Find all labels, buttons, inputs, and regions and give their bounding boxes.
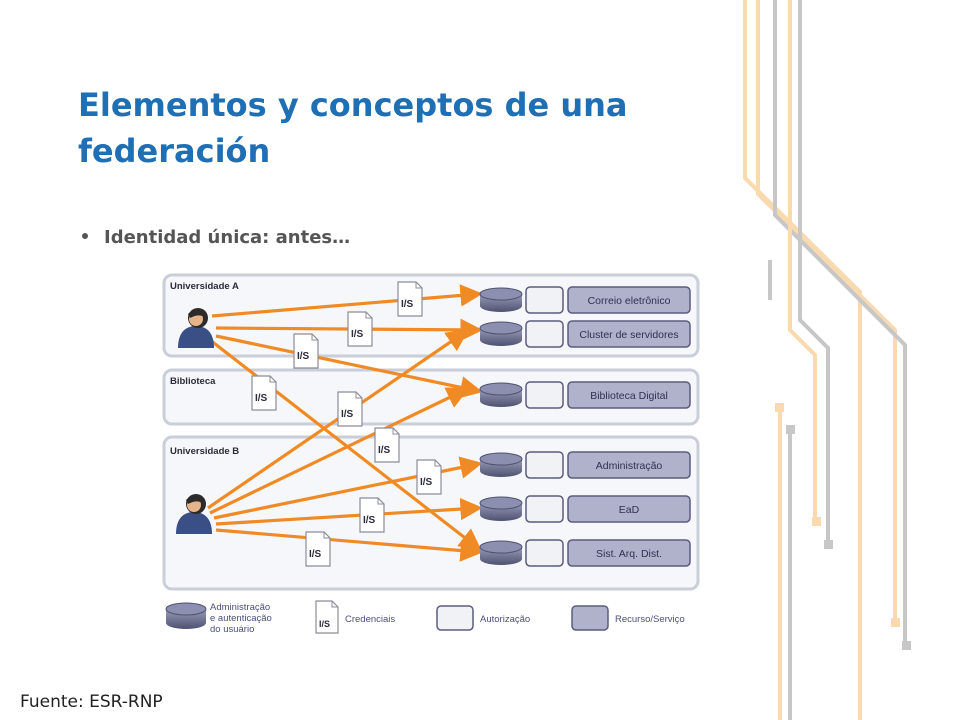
legend-admin-disk-icon	[165, 602, 207, 629]
credential-doc-icon: I/S	[374, 427, 400, 463]
source-footer: Fuente: ESR-RNP	[20, 692, 163, 712]
legend-credentials-label: Credenciais	[345, 614, 395, 625]
legend-credential-text: I/S	[319, 619, 330, 629]
group-panel-biblioteca	[162, 368, 700, 426]
service-row-biblioteca-digital: Biblioteca Digital	[479, 381, 691, 409]
credential-doc-icon: I/S	[293, 333, 319, 369]
user-icon-universidade-b	[176, 494, 212, 534]
legend-authorization-box	[436, 605, 474, 631]
resource-box	[567, 286, 691, 314]
group-label-universidade-a: Universidade A	[170, 281, 239, 292]
service-row-ead: EaD	[479, 495, 691, 523]
credential-doc-label: I/S	[341, 409, 354, 420]
arrow-b-ead	[215, 497, 483, 526]
auth-disk-icon	[479, 382, 523, 407]
credential-doc-label: I/S	[363, 515, 376, 526]
group-label-biblioteca: Biblioteca	[170, 376, 216, 387]
service-row-correio-eletronico: Correio eletrônico	[479, 286, 691, 314]
credential-doc-icon: I/S	[416, 459, 442, 495]
arrow-a-biblioteca	[215, 334, 483, 399]
credential-doc-icon: I/S	[359, 497, 385, 533]
resource-box	[567, 495, 691, 523]
credential-doc-label: I/S	[378, 445, 391, 456]
credential-doc-label: I/S	[420, 477, 433, 488]
resource-label: Correio eletrônico	[588, 295, 671, 307]
credential-doc-icon: I/S	[347, 311, 373, 347]
authorization-box	[525, 320, 564, 348]
arrow-b-sist	[215, 528, 483, 562]
resource-label: EaD	[619, 504, 640, 516]
authorization-box	[525, 539, 564, 567]
authorization-box	[525, 495, 564, 523]
authorization-box	[525, 451, 564, 479]
arrow-a-cluster	[215, 318, 483, 342]
authorization-box	[525, 286, 564, 314]
arrow-a-sist	[209, 338, 482, 551]
auth-disk-icon	[479, 452, 523, 477]
bullet-text: Identidad única: antes…	[104, 227, 351, 248]
arrow-b-biblioteca	[209, 387, 470, 515]
group-label-universidade-b: Universidade B	[170, 446, 239, 457]
service-row-sist-arq-dist: Sist. Arq. Dist.	[479, 539, 691, 567]
resource-box	[567, 381, 691, 409]
user-icon-universidade-a	[178, 308, 214, 348]
credential-doc-icon: I/S	[305, 531, 331, 567]
resource-label: Administração	[596, 460, 663, 472]
credential-doc-label: I/S	[255, 393, 268, 404]
bullet-item: Identidad única: antes…	[82, 227, 350, 248]
slide-title: Elementos y conceptos de una federación	[78, 86, 628, 170]
bullet-dot	[82, 233, 88, 239]
credential-doc-label: I/S	[297, 351, 310, 362]
auth-disk-icon	[479, 496, 523, 521]
legend-resource-label: Recurso/Serviço	[615, 614, 685, 625]
resource-label: Sist. Arq. Dist.	[596, 548, 662, 560]
arrow-a-correio	[211, 284, 483, 318]
legend: Administração e autenticação do usuário …	[165, 600, 685, 635]
legend-resource-box	[571, 605, 609, 631]
arrow-b-cluster	[207, 329, 469, 510]
service-row-administracao: Administração	[479, 451, 691, 479]
credential-doc-icon: I/S	[337, 391, 363, 427]
federation-diagram: Universidade A Biblioteca Universidade B…	[162, 273, 700, 635]
auth-disk-icon	[479, 321, 523, 346]
service-row-cluster-de-servidores: Cluster de servidores	[479, 320, 691, 348]
resource-box	[567, 539, 691, 567]
legend-authorization-label: Autorização	[480, 614, 530, 625]
credential-doc-icon: I/S	[397, 281, 423, 317]
resource-box	[567, 451, 691, 479]
credential-doc-label: I/S	[351, 329, 364, 340]
credential-doc-label: I/S	[309, 549, 322, 560]
credential-doc-icon: I/S	[251, 375, 277, 411]
legend-admin-label: Administração e autenticação do usuário	[210, 602, 274, 635]
auth-disk-icon	[479, 287, 523, 312]
auth-disk-icon	[479, 540, 523, 565]
resource-label: Cluster de servidores	[579, 329, 678, 341]
authorization-box	[525, 381, 564, 409]
credential-doc-label: I/S	[401, 299, 414, 310]
resource-label: Biblioteca Digital	[590, 390, 668, 402]
legend-credential-icon: I/S	[315, 600, 339, 634]
resource-box	[567, 320, 691, 348]
